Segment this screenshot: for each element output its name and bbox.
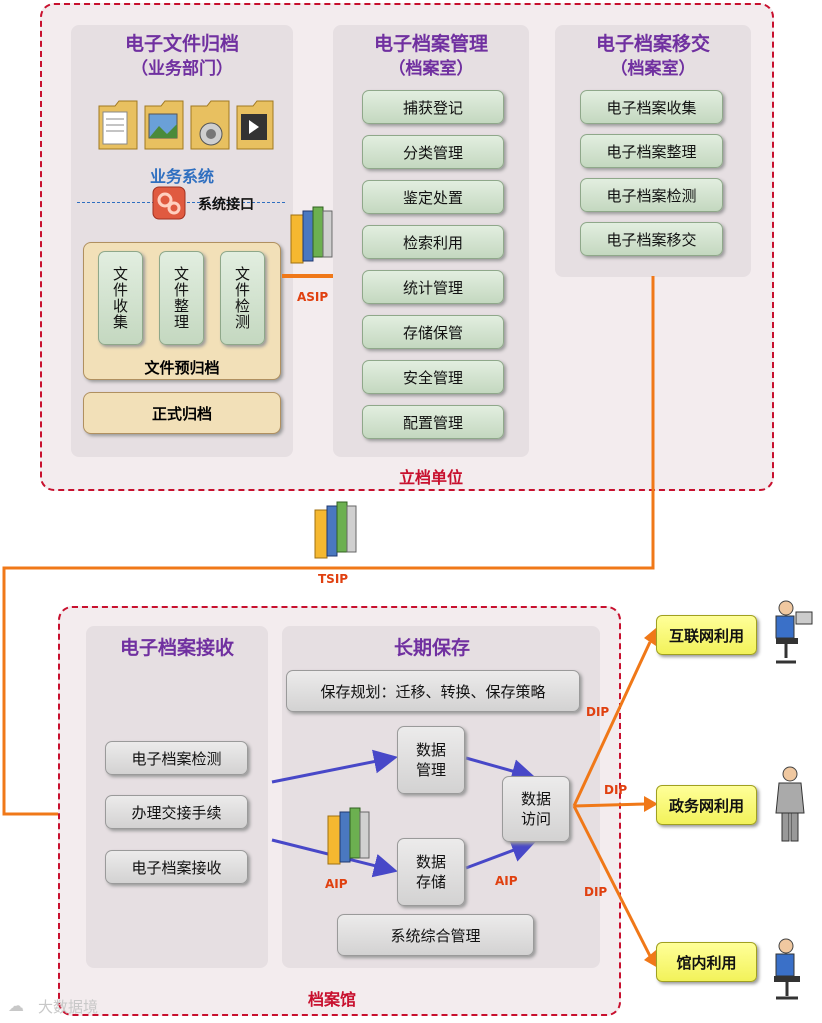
management-title: 电子档案管理 (373, 33, 488, 55)
dip-label-internet: DIP (586, 705, 610, 719)
data-access-node[interactable]: 数据访问 (502, 776, 570, 842)
archiving-title: 电子文件归档 (124, 33, 239, 55)
file-organization-item[interactable]: 文件整理 (159, 251, 204, 345)
mgmt-item-security[interactable]: 安全管理 (362, 360, 504, 394)
data-storage-node[interactable]: 数据存储 (397, 838, 465, 906)
asip-label: ASIP (297, 290, 329, 304)
receiving-item-receive[interactable]: 电子档案接收 (105, 850, 248, 884)
tsip-label: TSIP (318, 572, 349, 586)
archiving-subtitle: （业务部门） (131, 59, 233, 79)
gear-icon (152, 186, 186, 220)
system-interface-label: 系统接口 (198, 197, 254, 213)
watermark-logo-icon: ☁ (8, 996, 24, 1015)
system-management-box[interactable]: 系统综合管理 (337, 914, 534, 956)
transfer-item-collection[interactable]: 电子档案收集 (580, 90, 723, 124)
document-folder-icon (98, 100, 138, 150)
mgmt-item-appraisal[interactable]: 鉴定处置 (362, 180, 504, 214)
dip-label-gov: DIP (604, 783, 628, 797)
file-inspection-item[interactable]: 文件检测 (220, 251, 265, 345)
mgmt-item-capture-registration[interactable]: 捕获登记 (362, 90, 504, 124)
file-collection-item[interactable]: 文件收集 (98, 251, 143, 345)
tsip-books-icon (314, 501, 357, 559)
archives-label: 档案馆 (307, 990, 356, 1009)
receiving-item-handover[interactable]: 办理交接手续 (105, 795, 248, 829)
mgmt-item-statistics[interactable]: 统计管理 (362, 270, 504, 304)
management-subtitle: （档案室） (388, 59, 474, 79)
seated-reader-icon (774, 938, 800, 1000)
video-folder-icon (236, 100, 274, 150)
mgmt-item-storage[interactable]: 存储保管 (362, 315, 504, 349)
transfer-subtitle: （档案室） (610, 59, 696, 79)
archiving-panel (71, 25, 293, 457)
transfer-item-handover[interactable]: 电子档案移交 (580, 222, 723, 256)
businessman-icon (775, 766, 805, 842)
folder-icons (98, 100, 274, 150)
aip-books-icon (327, 807, 370, 865)
person-at-computer-icon (775, 600, 813, 664)
mgmt-item-retrieval[interactable]: 检索利用 (362, 225, 504, 259)
dip-arrows (572, 628, 658, 968)
record-unit-label: 立档单位 (398, 468, 463, 487)
data-management-node[interactable]: 数据管理 (397, 726, 465, 794)
preservation-title: 长期保存 (393, 637, 470, 659)
image-folder-icon (144, 100, 184, 150)
dip-label-inhouse: DIP (584, 885, 608, 899)
package-books-icon (290, 206, 333, 264)
aip-label-right: AIP (495, 874, 518, 888)
transfer-title: 电子档案移交 (595, 33, 710, 55)
receiving-title: 电子档案接收 (119, 637, 234, 659)
transfer-item-inspection[interactable]: 电子档案检测 (580, 178, 723, 212)
audio-folder-icon (190, 100, 230, 150)
pre-archive-label: 文件预归档 (144, 359, 220, 377)
gov-network-use-box[interactable]: 政务网利用 (656, 785, 757, 825)
formal-archive-button[interactable]: 正式归档 (83, 392, 281, 434)
receiving-item-inspection[interactable]: 电子档案检测 (105, 741, 248, 775)
aip-label-left: AIP (325, 877, 348, 891)
watermark: 大数据境 (38, 998, 99, 1016)
in-house-use-box[interactable]: 馆内利用 (656, 942, 757, 982)
transfer-item-organization[interactable]: 电子档案整理 (580, 134, 723, 168)
mgmt-item-configuration[interactable]: 配置管理 (362, 405, 504, 439)
preservation-plan-box[interactable]: 保存规划：迁移、转换、保存策略 (286, 670, 580, 712)
business-system-label: 业务系统 (149, 167, 214, 186)
mgmt-item-classification[interactable]: 分类管理 (362, 135, 504, 169)
internet-use-box[interactable]: 互联网利用 (656, 615, 757, 655)
